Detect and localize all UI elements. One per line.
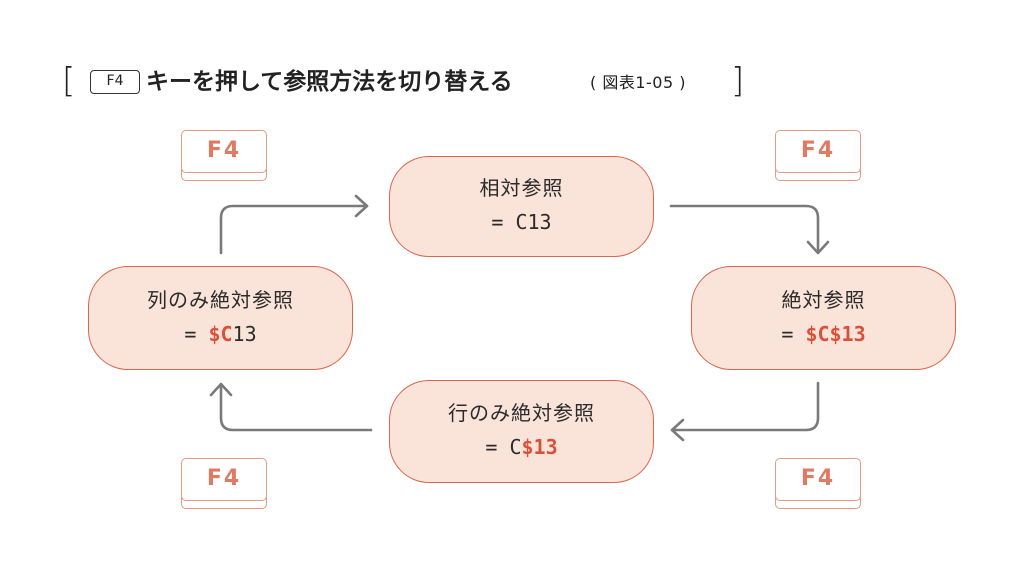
node-formula: = C13 <box>491 210 552 234</box>
node-relative-reference: 相対参照 = C13 <box>389 156 654 257</box>
key-label: F4 <box>775 458 861 501</box>
node-row-only-absolute-reference: 行のみ絶対参照 = C$13 <box>389 380 654 483</box>
arrowhead-up-left <box>209 382 233 397</box>
node-formula: = C$13 <box>485 435 558 459</box>
arrowhead-right-top <box>354 194 369 218</box>
f4-key-bottom-right: F4 <box>775 458 861 509</box>
title-bracket-left: [ <box>62 61 76 101</box>
node-label: 相対参照 <box>479 176 564 200</box>
arrowhead-down-right <box>806 240 830 255</box>
f4-key-top-left: F4 <box>181 130 267 181</box>
figure-reference: ( 図表1-05 ) <box>590 73 686 92</box>
key-label: F4 <box>181 458 267 501</box>
node-column-only-absolute-reference: 列のみ絶対参照 = $C13 <box>88 266 353 370</box>
node-label: 列のみ絶対参照 <box>147 288 294 312</box>
arrow-absolute-to-row-only <box>670 381 820 432</box>
arrow-relative-to-absolute <box>669 204 820 254</box>
node-label: 絶対参照 <box>781 288 866 312</box>
f4-key-top-right: F4 <box>775 130 861 181</box>
page-title: キーを押して参照方法を切り替える <box>146 69 513 95</box>
node-label: 行のみ絶対参照 <box>448 401 595 425</box>
key-label: F4 <box>181 130 267 173</box>
node-formula: = $C13 <box>184 322 257 346</box>
f4-key-bottom-left: F4 <box>181 458 267 509</box>
node-absolute-reference: 絶対参照 = $C$13 <box>691 266 956 370</box>
arrowhead-left-bottom <box>670 418 685 442</box>
node-formula: = $C$13 <box>781 322 866 346</box>
key-label: F4 <box>775 130 861 173</box>
title-bracket-right: ] <box>731 61 745 101</box>
arrow-col-only-to-relative <box>219 204 369 255</box>
arrow-row-only-to-col-only <box>219 383 373 432</box>
title-f4-key: F4 <box>90 70 140 94</box>
